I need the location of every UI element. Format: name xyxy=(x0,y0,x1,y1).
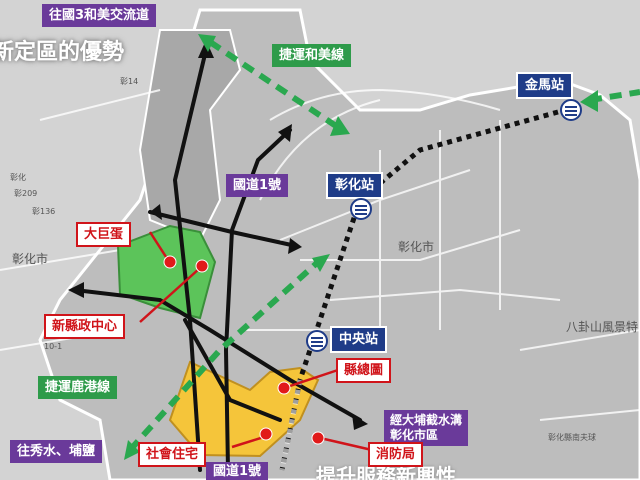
label-to-hemei-interchange: 往國3和美交流道 xyxy=(42,4,157,27)
road-arrows xyxy=(73,48,362,472)
label-new-county-center: 新縣政中心 xyxy=(44,314,126,339)
road-label-changhua: 彰化 xyxy=(10,173,26,182)
mrt-lines xyxy=(127,39,640,453)
road-label-14: 彰14 xyxy=(120,77,139,86)
label-changhua-station: 彰化站 xyxy=(326,172,384,199)
district-label-bagua: 八卦山風景特 xyxy=(566,320,639,334)
road-label-10-1: 10-1 xyxy=(44,342,63,351)
label-county-library: 縣總圖 xyxy=(336,358,392,383)
label-jinma-station: 金馬站 xyxy=(516,72,574,99)
location-dots xyxy=(163,255,325,445)
label-social-housing: 社會住宅 xyxy=(138,442,207,467)
label-to-xiushui: 往秀水、埔鹽 xyxy=(10,440,103,463)
road-arrowheads xyxy=(68,40,368,430)
metro-station-icon xyxy=(560,99,582,121)
label-national-route-1-bottom: 國道1號 xyxy=(206,462,269,480)
place-label-park: 彰化縣南夫球 xyxy=(548,433,596,442)
bottom-caption: 提升服務新興性 xyxy=(316,464,456,480)
map-title: 新定區的優勢 xyxy=(0,40,125,65)
label-national-route-1: 國道1號 xyxy=(226,174,289,197)
metro-station-icon xyxy=(350,198,372,220)
label-central-station: 中央站 xyxy=(330,326,388,353)
district-label-left: 彰化市 xyxy=(12,252,49,266)
district-label-city: 彰化市 xyxy=(398,240,435,254)
label-mrt-lugang-line: 捷運鹿港線 xyxy=(38,376,118,399)
mrt-arrowheads xyxy=(124,34,598,460)
label-dajudan: 大巨蛋 xyxy=(76,222,132,247)
label-fire-department: 消防局 xyxy=(368,442,424,467)
road-label-136: 彰136 xyxy=(32,207,56,216)
label-mrt-hemei-line: 捷運和美線 xyxy=(272,44,352,67)
metro-station-icon xyxy=(306,330,328,352)
district-block xyxy=(138,29,242,242)
road-label-209: 彰209 xyxy=(14,189,38,198)
pointer-lines xyxy=(139,231,373,452)
label-drainage-city: 經大埔截水溝 彰化市區 xyxy=(384,410,469,446)
